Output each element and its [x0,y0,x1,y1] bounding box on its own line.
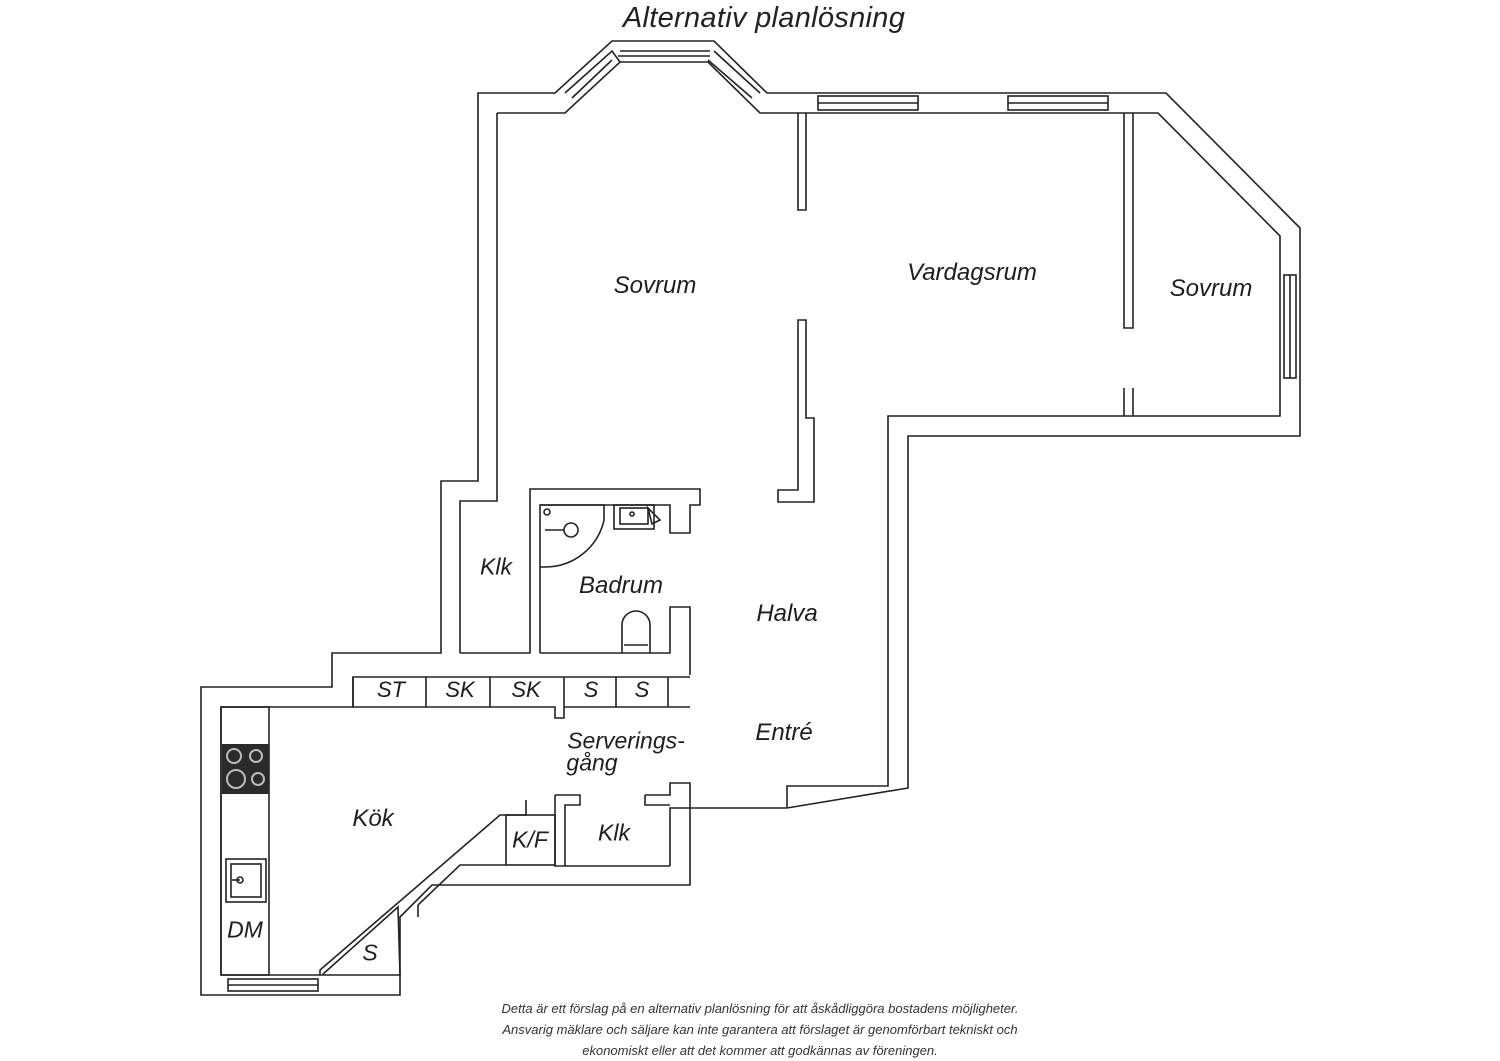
disclaimer: Detta är ett förslag på en alternativ pl… [360,998,1160,1061]
inner-wall-kitchen-south [221,800,527,976]
inner-wall-west [459,113,498,653]
cabinet-row [352,676,690,719]
outer-wall-outline [200,40,1301,996]
room-label-serveringsgang-1: Serverings- [567,727,685,754]
toilet-icon [621,610,651,653]
cabinet-label: S [583,677,599,702]
room-label-klk-lower: Klk [598,819,630,846]
klk-lower-walls [555,782,691,866]
s-closet [319,905,401,976]
kitchen-sink-icon [225,858,267,903]
room-label-badrum: Badrum [578,572,664,599]
partition-vardagsrum-sovrum [1123,113,1134,416]
room-label-halva: Halva [756,600,818,627]
partition-sovrum-vardagsrum [777,113,815,503]
bay-window [564,49,761,99]
room-label-sovrum-right: Sovrum [1169,275,1253,302]
room-label-kf: K/F [512,826,548,853]
room-label-serveringsgang-2: gång [566,749,618,776]
disclaimer-line: ekonomiskt eller att det kommer att godk… [582,1043,938,1058]
inner-wall-diagonal [417,864,506,917]
room-label-sovrum-left: Sovrum [613,272,697,299]
disclaimer-line: Detta är ett förslag på en alternativ pl… [501,1001,1019,1016]
room-label-vardagsrum: Vardagsrum [907,259,1037,286]
kitchen-counter [220,706,270,976]
room-label-entre: Entré [755,719,813,746]
room-label-klk-upper: Klk [480,553,512,580]
cabinet-label: SK [511,677,541,702]
cabinet-label: ST [376,677,406,702]
badrum-walls [540,606,691,675]
kf-closet [505,814,556,866]
cabinet-label: S [634,677,650,702]
shower-icon [540,504,605,568]
plan-title: Alternativ planlösning [622,2,906,34]
inner-wall-outline [497,61,1281,808]
room-label-s-closet: S [362,939,378,966]
stove-icon [222,744,269,794]
room-label-kok: Kök [352,805,394,832]
cabinet-label: SK [445,677,475,702]
room-label-dm: DM [227,916,263,943]
disclaimer-line: Ansvarig mäklare och säljare kan inte ga… [502,1022,1018,1037]
tap-icon [646,505,662,526]
sink-icon [613,504,655,530]
